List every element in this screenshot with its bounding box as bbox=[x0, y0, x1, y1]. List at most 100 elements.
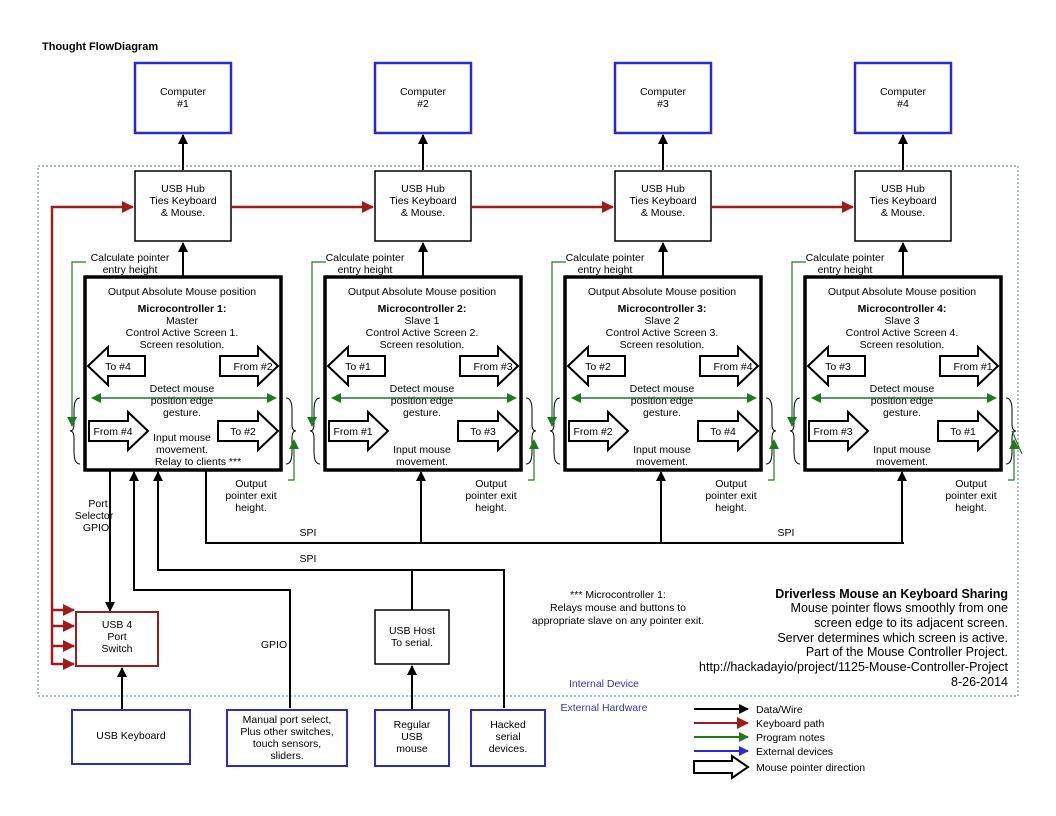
note-line3: appropriate slave on any pointer exit. bbox=[532, 615, 704, 627]
right-out-label: To #4 bbox=[710, 426, 736, 438]
left-in-label: From #3 bbox=[813, 426, 852, 438]
gpio-label: GPIO bbox=[261, 639, 287, 651]
computer-1: Computer #1 bbox=[133, 61, 233, 135]
hub-to-computer-arrows bbox=[178, 134, 908, 170]
device-line1: Hacked bbox=[490, 719, 526, 731]
micro-resolution: Screen resolution. bbox=[380, 339, 465, 351]
input-line2: movement. bbox=[396, 456, 448, 468]
device-line1: USB Keyboard bbox=[96, 730, 166, 742]
detect-line1: Detect mouse bbox=[630, 383, 695, 395]
calc-entry-line2: entry height bbox=[578, 264, 633, 276]
input-line1: Input mouse bbox=[633, 444, 691, 456]
computer-number: #3 bbox=[657, 98, 669, 110]
right-out-arrow bbox=[697, 409, 760, 453]
legend: Data/Wire Keyboard path Program notes Ex… bbox=[693, 704, 865, 780]
output-exit-line3: height. bbox=[235, 502, 267, 514]
calc-entry-labels: Calculate pointer entry height Calculate… bbox=[91, 252, 885, 276]
description-title: Driverless Mouse an Keyboard Sharing bbox=[775, 587, 1008, 601]
device-line1: Manual port select, bbox=[243, 714, 332, 726]
detect-line3: gesture. bbox=[163, 407, 201, 419]
keyboard-path bbox=[50, 201, 854, 670]
micro-resolution: Screen resolution. bbox=[140, 339, 225, 351]
detect-line2: position edge bbox=[151, 395, 214, 407]
detect-line3: gesture. bbox=[883, 407, 921, 419]
input-line1: Input mouse bbox=[393, 444, 451, 456]
port-selector-line1: Port bbox=[88, 498, 107, 510]
microcontroller-1: Output Absolute Mouse position Microcont… bbox=[83, 275, 283, 472]
usb-port-switch: USB 4 Port Switch bbox=[75, 611, 159, 667]
usb-hub-1: USB Hub Ties Keyboard & Mouse. bbox=[134, 170, 232, 242]
legend-label: Program notes bbox=[756, 732, 825, 744]
computer-number: #2 bbox=[417, 98, 429, 110]
left-out-arrow bbox=[86, 344, 146, 388]
usb-hub-3: USB Hub Ties Keyboard & Mouse. bbox=[614, 170, 712, 242]
micro-role: Slave 1 bbox=[404, 315, 439, 327]
input-line2: movement. bbox=[636, 456, 688, 468]
hub-line2: Ties Keyboard bbox=[149, 195, 216, 207]
usb-hub-2: USB Hub Ties Keyboard & Mouse. bbox=[374, 170, 472, 242]
micro-name: Microcontroller 4: bbox=[858, 303, 947, 315]
right-out-label: To #2 bbox=[230, 426, 256, 438]
micro-name: Microcontroller 1: bbox=[138, 303, 227, 315]
device-line2: serial bbox=[495, 731, 520, 743]
description-line2: screen edge to its adjacent screen. bbox=[814, 616, 1008, 630]
internal-device-label: Internal Device bbox=[569, 678, 639, 690]
calc-entry-line2: entry height bbox=[103, 264, 158, 276]
external-device-mouse: Regular USB mouse bbox=[374, 709, 450, 767]
output-exit-line3: height. bbox=[715, 502, 747, 514]
micro-header: Output Absolute Mouse position bbox=[108, 286, 256, 298]
project-description: Driverless Mouse an Keyboard Sharing Mou… bbox=[699, 587, 1008, 689]
hub-line3: & Mouse. bbox=[161, 207, 205, 219]
hub-line3: & Mouse. bbox=[641, 207, 685, 219]
micro-control: Control Active Screen 2. bbox=[366, 327, 479, 339]
left-out-arrow bbox=[326, 344, 386, 388]
left-out-label: To #3 bbox=[825, 361, 851, 373]
microcontroller-note: *** Microcontroller 1: Relays mouse and … bbox=[532, 589, 704, 627]
left-in-arrow bbox=[568, 409, 630, 453]
micro-header: Output Absolute Mouse position bbox=[588, 286, 736, 298]
hub-line3: & Mouse. bbox=[881, 207, 925, 219]
legend-label: Data/Wire bbox=[756, 704, 803, 716]
hub-line3: & Mouse. bbox=[401, 207, 445, 219]
hub-line1: USB Hub bbox=[401, 183, 445, 195]
switch-line3: Switch bbox=[102, 643, 133, 655]
spi-label: SPI bbox=[300, 527, 317, 539]
right-out-label: To #1 bbox=[950, 426, 976, 438]
micro-role: Slave 2 bbox=[644, 315, 679, 327]
calc-entry-line1: Calculate pointer bbox=[566, 252, 645, 264]
detect-line2: position edge bbox=[871, 395, 934, 407]
detect-line3: gesture. bbox=[643, 407, 681, 419]
computer-2: Computer #2 bbox=[373, 61, 473, 135]
input-line2: movement. bbox=[156, 444, 208, 456]
micro-name: Microcontroller 2: bbox=[378, 303, 467, 315]
device-line4: sliders. bbox=[270, 750, 303, 762]
switch-line1: USB 4 bbox=[102, 619, 133, 631]
description-date: 8-26-2014 bbox=[951, 675, 1008, 689]
right-in-label: From #3 bbox=[473, 361, 512, 373]
left-in-label: From #4 bbox=[93, 426, 132, 438]
right-in-arrow bbox=[459, 344, 520, 388]
calc-entry-line1: Calculate pointer bbox=[806, 252, 885, 264]
description-line4: Part of the Mouse Controller Project. bbox=[806, 645, 1008, 659]
right-out-arrow bbox=[457, 409, 520, 453]
output-exit-line2: pointer exit bbox=[705, 490, 756, 502]
left-in-label: From #2 bbox=[573, 426, 612, 438]
output-exit-line1: Output bbox=[715, 478, 747, 490]
left-out-label: To #1 bbox=[345, 361, 371, 373]
output-exit-line1: Output bbox=[475, 478, 507, 490]
calc-entry-line2: entry height bbox=[338, 264, 393, 276]
computer-label: Computer bbox=[400, 86, 447, 98]
output-exit-line2: pointer exit bbox=[465, 490, 516, 502]
output-exit-line2: pointer exit bbox=[225, 490, 276, 502]
spi-label: SPI bbox=[778, 527, 795, 539]
computer-label: Computer bbox=[640, 86, 687, 98]
left-in-label: From #1 bbox=[333, 426, 372, 438]
hub-line2: Ties Keyboard bbox=[869, 195, 936, 207]
right-in-arrow bbox=[219, 344, 280, 388]
input-line1: Input mouse bbox=[153, 432, 211, 444]
spi-bus bbox=[205, 470, 907, 544]
computer-number: #4 bbox=[897, 98, 909, 110]
external-device-switches: Manual port select, Plus other switches,… bbox=[226, 709, 348, 767]
external-hardware-label: External Hardware bbox=[561, 702, 648, 714]
